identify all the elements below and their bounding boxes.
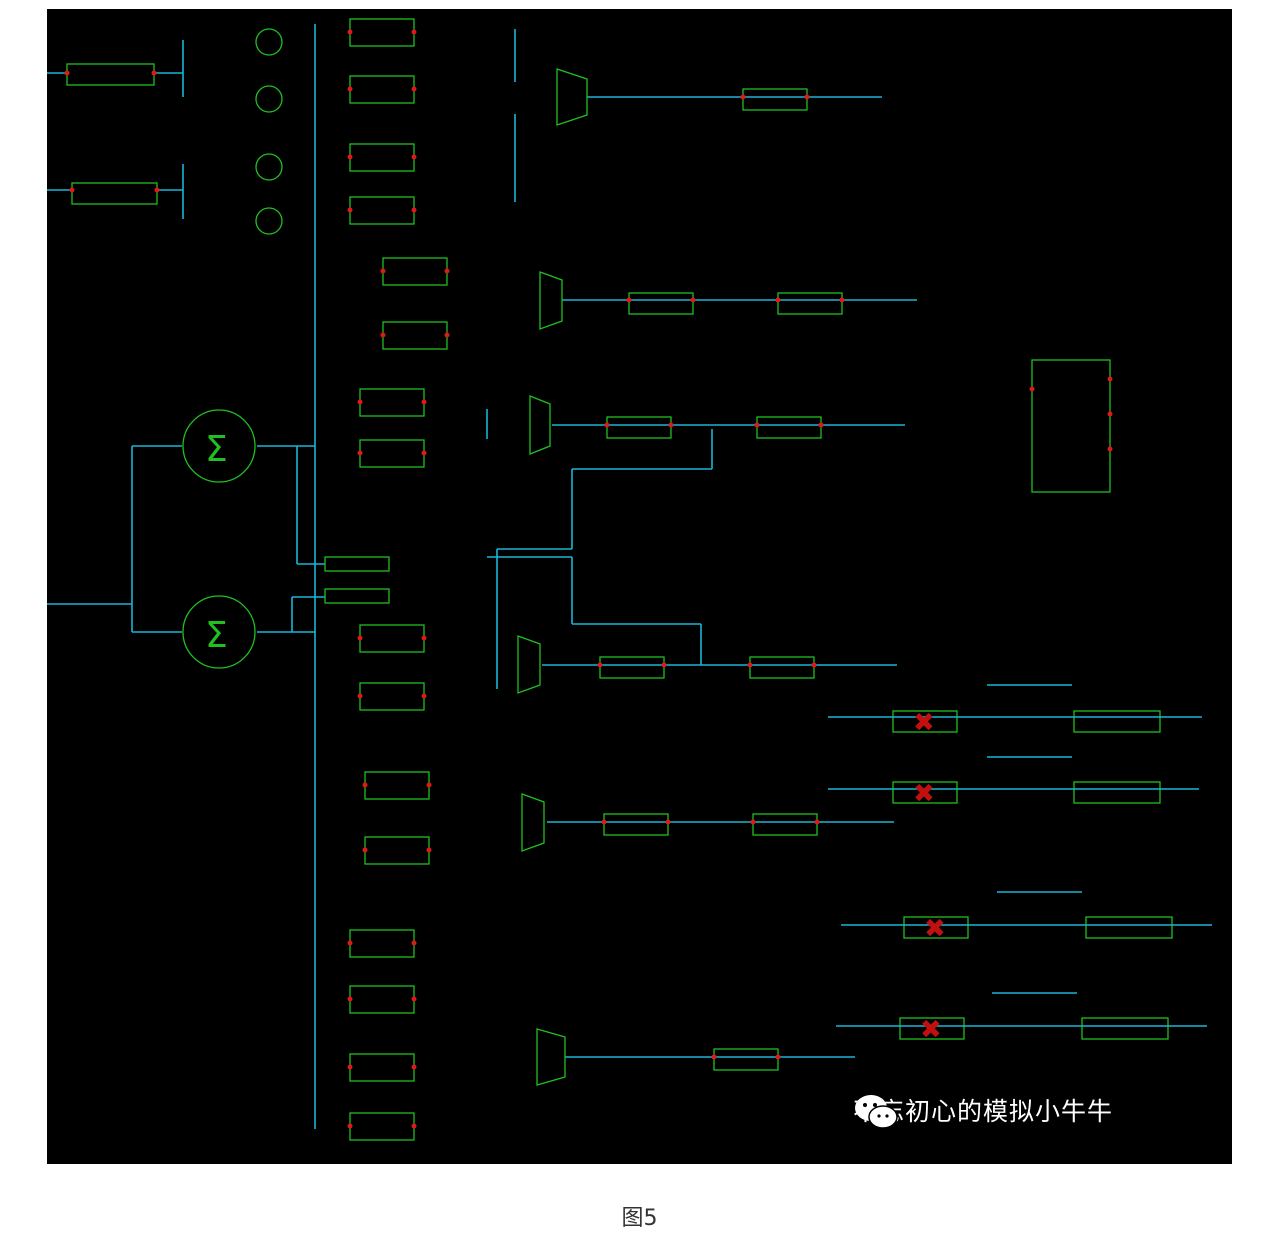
svg-text:Σ: Σ <box>205 615 228 656</box>
figure-caption: 图5 <box>621 1206 658 1231</box>
svg-text:✖: ✖ <box>920 1015 942 1045</box>
svg-text:✖: ✖ <box>913 779 935 809</box>
watermark: 不忘初心的模拟小牛牛 <box>853 1092 1113 1129</box>
wechat-icon <box>855 1095 898 1129</box>
comparator-blocks <box>349 18 448 1141</box>
svg-text:Σ: Σ <box>205 429 228 470</box>
schematic-drawing: Σ Σ ✖ ✖ ✖ ✖ <box>47 18 1212 1141</box>
svg-text:✖: ✖ <box>924 914 946 944</box>
svg-text:✖: ✖ <box>913 708 935 738</box>
schematic-canvas: Σ Σ ✖ ✖ ✖ ✖ <box>47 9 1232 1164</box>
